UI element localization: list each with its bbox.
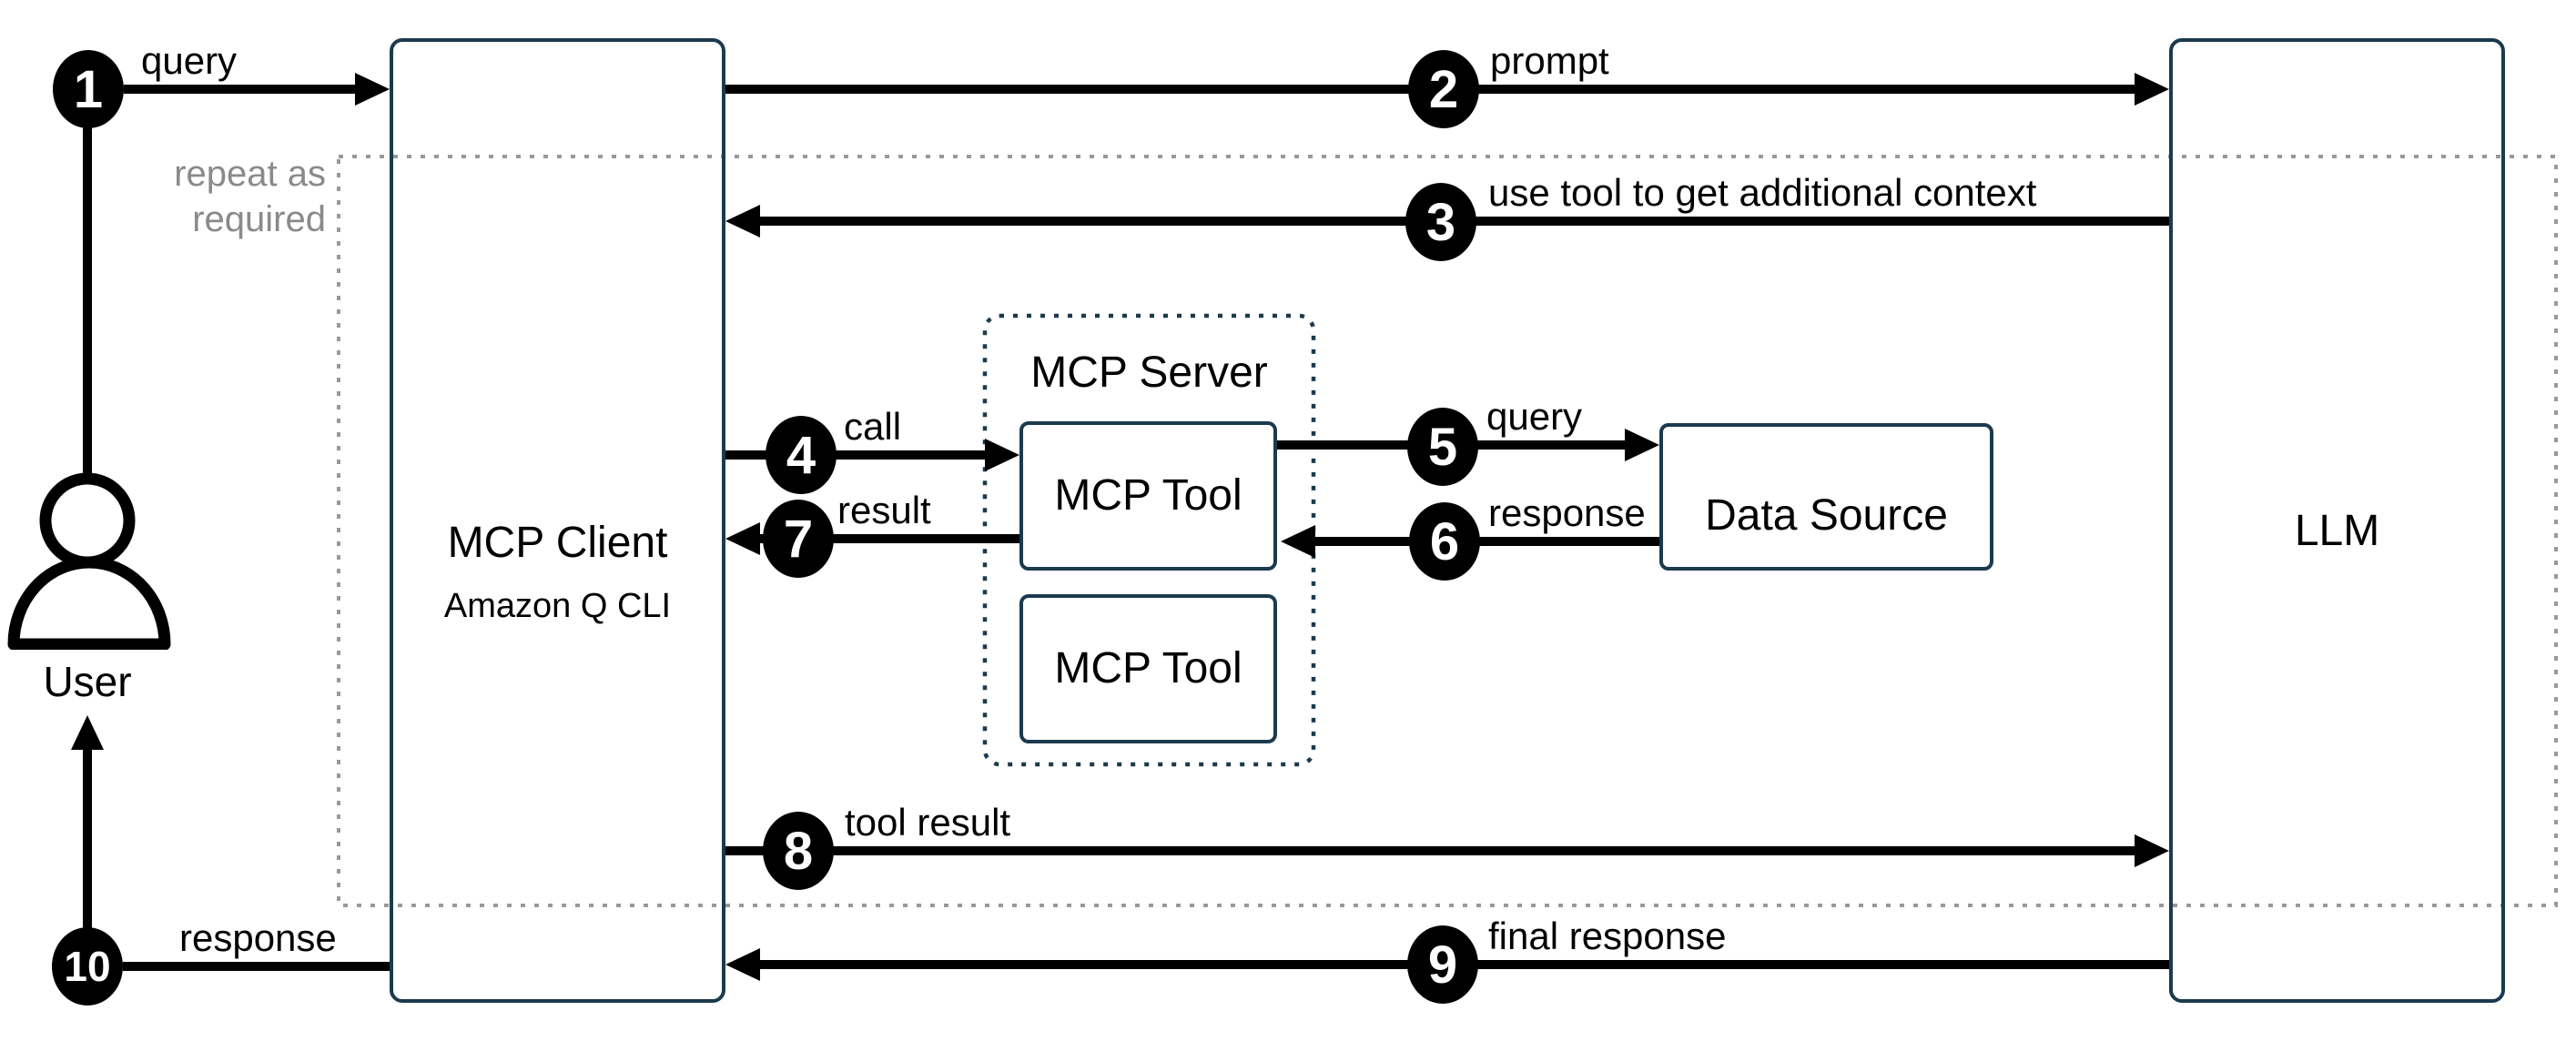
arrow-10-head [71, 715, 104, 750]
flow-label-4: call [844, 405, 902, 448]
step-badge-8: 8 [763, 812, 834, 890]
data-source-label: Data Source [1705, 491, 1948, 540]
arrow-10-vertical [83, 748, 92, 931]
mcp-tool-1-label: MCP Tool [1054, 471, 1242, 520]
repeat-caption-line1: repeat as [174, 154, 326, 194]
arrow-9-head [725, 948, 760, 981]
arrow-10-response [123, 962, 390, 971]
step-number: 10 [64, 943, 111, 990]
repeat-region-caption: repeat as required [53, 151, 326, 242]
arrow-8-tool-result [725, 846, 2136, 855]
user-node-label: User [43, 658, 132, 705]
flow-label-7: result [837, 489, 931, 531]
step-badge-5: 5 [1407, 408, 1478, 486]
step-number: 6 [1429, 511, 1460, 571]
flow-label-3: use tool to get additional context [1488, 171, 2037, 214]
step-badge-10: 10 [52, 927, 123, 1006]
step-number: 4 [786, 425, 816, 485]
step-badge-3: 3 [1405, 183, 1476, 261]
step-number: 5 [1427, 417, 1458, 477]
step-badge-4: 4 [766, 416, 837, 494]
mcp-server-title: MCP Server [1030, 349, 1268, 397]
step-badge-7: 7 [763, 500, 834, 578]
arrow-3-head [725, 205, 760, 238]
step-number: 8 [783, 821, 814, 881]
mcp-tool-2-label: MCP Tool [1054, 644, 1242, 692]
arrow-1-query [124, 85, 359, 94]
step-badge-9: 9 [1407, 925, 1478, 1004]
step-number: 7 [783, 509, 814, 569]
mcp-client-subtitle: Amazon Q CLI [443, 587, 672, 625]
arrow-5-head [1625, 429, 1659, 461]
step-number: 9 [1427, 935, 1458, 995]
mcp-client-title: MCP Client [447, 519, 668, 567]
step-badge-2: 2 [1408, 50, 1479, 128]
step-badge-6: 6 [1409, 502, 1480, 581]
flow-label-5: query [1486, 395, 1583, 438]
repeat-caption-line2: required [192, 199, 326, 239]
step-badge-1: 1 [53, 50, 124, 128]
step-number: 3 [1425, 192, 1456, 252]
flow-label-9: final response [1488, 915, 1727, 957]
flow-label-6: response [1488, 491, 1646, 534]
arrow-2-head [2135, 73, 2169, 106]
arrow-1-head [355, 73, 390, 106]
user-icon [7, 472, 171, 650]
flow-label-2: prompt [1490, 39, 1609, 82]
llm-title: LLM [2294, 507, 2380, 555]
flow-label-8: tool result [845, 801, 1011, 844]
arrow-4-head [985, 439, 1019, 471]
flow-label-1: query [141, 39, 238, 82]
flow-label-10: response [179, 916, 337, 959]
arrow-6-head [1281, 525, 1315, 558]
arrow-7-head [725, 522, 760, 555]
arrow-8-head [2135, 834, 2169, 867]
step-number: 2 [1428, 59, 1459, 119]
user-to-client-connector [83, 125, 92, 478]
arrow-6-response [1315, 537, 1659, 546]
step-number: 1 [73, 59, 104, 119]
